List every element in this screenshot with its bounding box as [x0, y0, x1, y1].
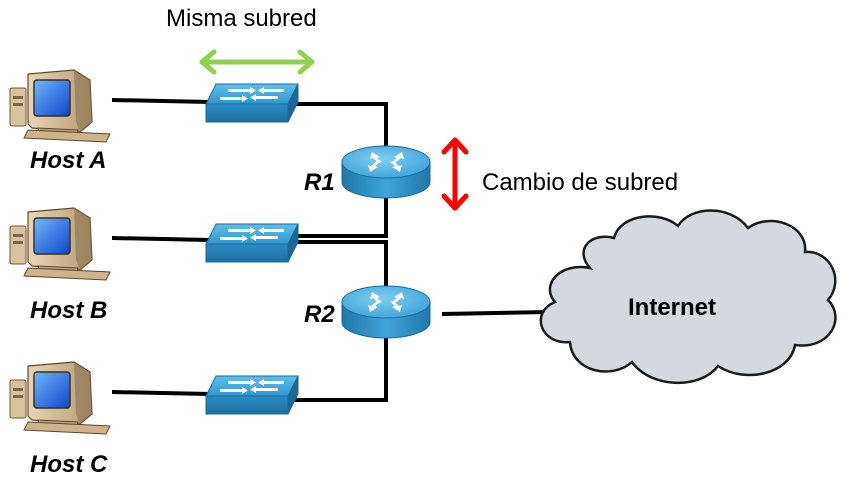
- cable-hostB-switch2: [111, 236, 211, 242]
- host-a-label: Host A: [30, 147, 106, 174]
- cable-hostC-switch3: [111, 390, 211, 396]
- cables: [111, 98, 551, 402]
- cable-switch2-r1: [292, 198, 388, 238]
- same-subnet-label: Misma subred: [166, 5, 317, 32]
- internet-cloud-icon: [539, 209, 837, 385]
- internet-label: Internet: [628, 294, 716, 321]
- switch-3-icon: [205, 375, 299, 415]
- switch-1-icon: [205, 83, 299, 123]
- router-r1-icon: [341, 145, 431, 199]
- router-r1-label: R1: [304, 169, 335, 196]
- cable-switch2-r2: [292, 240, 388, 287]
- router-r2-icon: [341, 285, 431, 339]
- cable-hostA-switch1: [111, 98, 211, 104]
- host-b-computer-icon: [9, 207, 111, 281]
- host-c-label: Host C: [30, 451, 108, 478]
- same-subnet-arrow-icon: [199, 49, 315, 75]
- router-r2-label: R2: [304, 301, 335, 328]
- host-a-computer-icon: [9, 69, 111, 143]
- cable-switch1-r1: [292, 102, 388, 150]
- host-c-computer-icon: [9, 361, 111, 435]
- subnet-change-arrow-icon: [441, 137, 469, 211]
- cable-switch3-r2: [292, 338, 388, 402]
- switch-2-icon: [205, 223, 299, 263]
- cable-r2-internet: [441, 310, 551, 316]
- subnet-change-label: Cambio de subred: [482, 169, 678, 196]
- host-b-label: Host B: [30, 297, 107, 324]
